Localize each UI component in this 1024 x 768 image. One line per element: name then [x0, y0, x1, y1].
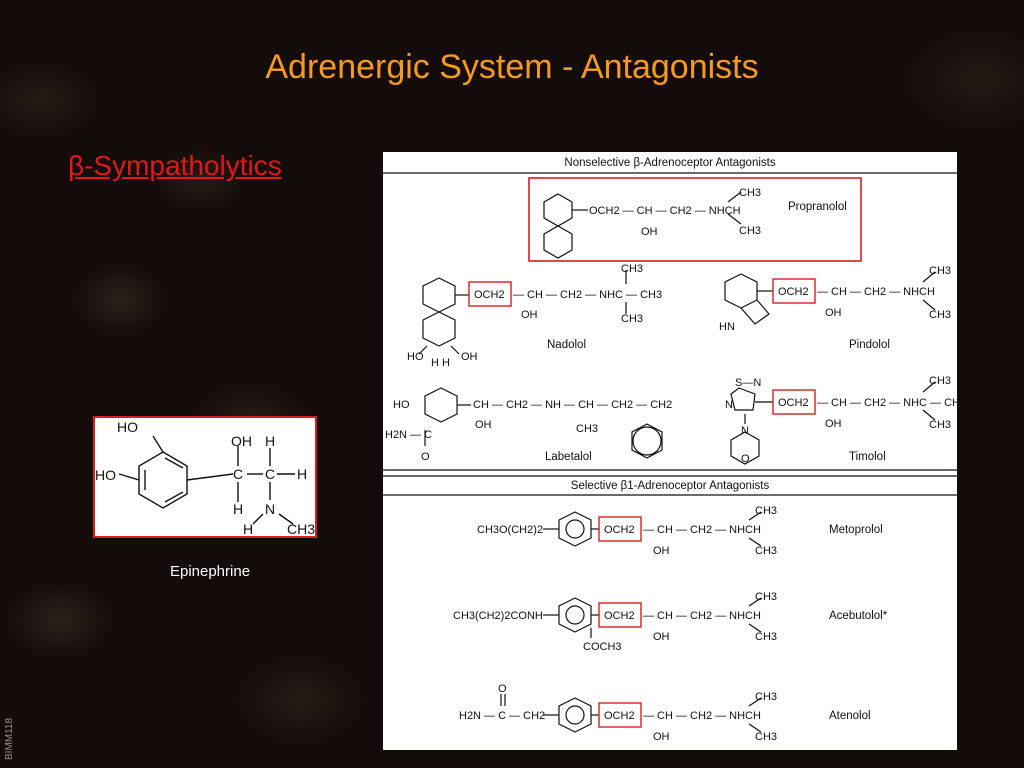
epi-atom-n: N [265, 501, 275, 517]
epinephrine-label: Epinephrine [169, 563, 251, 580]
epi-atom-h-bottom: H [233, 501, 243, 517]
acebutolol-ch3-bottom: CH3 [755, 631, 777, 643]
propranolol-oh: OH [641, 226, 658, 238]
nadolol-och2: OCH2 [474, 289, 505, 301]
atenolol-ch3-top: CH3 [755, 691, 777, 703]
nadolol-och2-highlight [468, 281, 512, 307]
acebutolol-och2-highlight [598, 602, 642, 628]
atenolol-prefix: H2N — C — CH2 [459, 710, 545, 722]
drug-name-atenolol: Atenolol [829, 710, 871, 722]
atenolol-ch3-bottom: CH3 [755, 731, 777, 743]
pindolol-och2: OCH2 [778, 286, 809, 298]
timolol-oh: OH [825, 418, 842, 430]
nadolol-ch3-bottom: CH3 [621, 313, 643, 325]
drug-name-labetalol: Labetalol [545, 451, 592, 463]
timolol-och2-highlight [772, 389, 816, 415]
pindolol-och2-highlight [772, 278, 816, 304]
metoprolol-och2: OCH2 [604, 524, 635, 536]
atenolol-chain: — CH — CH2 — NHCH [643, 710, 761, 722]
acebutolol-coch3: COCH3 [583, 641, 622, 653]
labetalol-ch3: CH3 [576, 423, 598, 435]
metoprolol-prefix: CH3O(CH2)2 [477, 524, 543, 536]
pindolol-ch3-top: CH3 [929, 265, 951, 277]
propranolol-highlight [528, 177, 862, 262]
timolol-morph-n: N [741, 425, 749, 437]
timolol-och2: OCH2 [778, 397, 809, 409]
header-selective: Selective β1-Adrenoceptor Antagonists [571, 480, 770, 492]
metoprolol-ch3-bottom: CH3 [755, 545, 777, 557]
acebutolol-oh: OH [653, 631, 670, 643]
metoprolol-och2-highlight [598, 516, 642, 542]
nadolol-chain: — CH — CH2 — NHC — CH3 [513, 289, 662, 301]
pindolol-oh: OH [825, 307, 842, 319]
acebutolol-chain: — CH — CH2 — NHCH [643, 610, 761, 622]
drug-name-nadolol: Nadolol [547, 339, 586, 351]
epi-atom-oh: OH [231, 433, 252, 449]
propranolol-formula: OCH2 — CH — CH2 — NHCH [589, 205, 741, 217]
labetalol-oh: OH [475, 419, 492, 431]
nadolol-oh: OH [521, 309, 538, 321]
metoprolol-ch3-top: CH3 [755, 505, 777, 517]
drug-name-pindolol: Pindolol [849, 339, 890, 351]
epinephrine-structure: HO HO OH H C C H H N H CH3 [93, 416, 317, 538]
pindolol-chain: — CH — CH2 — NHCH [817, 286, 935, 298]
timolol-morph-o: O [741, 453, 750, 465]
atenolol-och2: OCH2 [604, 710, 635, 722]
antagonists-panel: Nonselective β-Adrenoceptor Antagonists … [383, 152, 957, 750]
atenolol-och2-highlight [598, 702, 642, 728]
drug-name-metoprolol: Metoprolol [829, 524, 883, 536]
epi-atom-h-right: H [297, 466, 307, 482]
nadolol-ch3-top: CH3 [621, 263, 643, 275]
epi-atom-ho-left: HO [95, 467, 116, 483]
side-note: BIMM118 [4, 717, 15, 760]
timolol-sn: S—N [735, 377, 761, 389]
antagonists-svg: Nonselective β-Adrenoceptor Antagonists … [383, 157, 957, 743]
slide-subtitle: β-Sympatholytics [68, 150, 282, 181]
labetalol-chain: CH — CH2 — NH — CH — CH2 — CH2 [473, 399, 672, 411]
epi-atom-h-n: H [243, 521, 253, 536]
pindolol-ch3-bottom: CH3 [929, 309, 951, 321]
metoprolol-chain: — CH — CH2 — NHCH [643, 524, 761, 536]
acebutolol-ch3-top: CH3 [755, 591, 777, 603]
epi-atom-ch3: CH3 [287, 521, 315, 536]
timolol-ch3-top: CH3 [929, 375, 951, 387]
epi-atom-c2: C [265, 466, 275, 482]
nadolol-ho: HO [407, 351, 424, 363]
epi-atom-c1: C [233, 466, 243, 482]
drug-name-acebutolol: Acebutolol* [829, 610, 888, 622]
timolol-ch3-bottom: CH3 [929, 419, 951, 431]
pindolol-hn: HN [719, 321, 735, 333]
header-nonselective: Nonselective β-Adrenoceptor Antagonists [564, 157, 775, 169]
drug-name-timolol: Timolol [849, 451, 886, 463]
propranolol-ch3-bottom: CH3 [739, 225, 761, 237]
labetalol-o: O [421, 451, 430, 463]
atenolol-oh: OH [653, 731, 670, 743]
epinephrine-svg: HO HO OH H C C H H N H CH3 [95, 419, 315, 537]
timolol-ring-n: N [725, 399, 733, 411]
atenolol-o: O [498, 683, 507, 695]
drug-name-propranolol: Propranolol [788, 201, 847, 213]
epi-atom-ho-top: HO [117, 419, 138, 435]
nadolol-ring-oh: OH [461, 351, 478, 363]
timolol-chain: — CH — CH2 — NHC — CH3 [817, 397, 957, 409]
labetalol-ho: HO [393, 399, 410, 411]
acebutolol-prefix: CH3(CH2)2CONH [453, 610, 543, 622]
acebutolol-och2: OCH2 [604, 610, 635, 622]
labetalol-amide: H2N — C [385, 429, 432, 441]
nadolol-hh: H H [431, 357, 450, 369]
propranolol-ch3-top: CH3 [739, 187, 761, 199]
metoprolol-oh: OH [653, 545, 670, 557]
slide-title: Adrenergic System - Antagonists [265, 48, 759, 86]
epi-atom-h-top: H [265, 433, 275, 449]
